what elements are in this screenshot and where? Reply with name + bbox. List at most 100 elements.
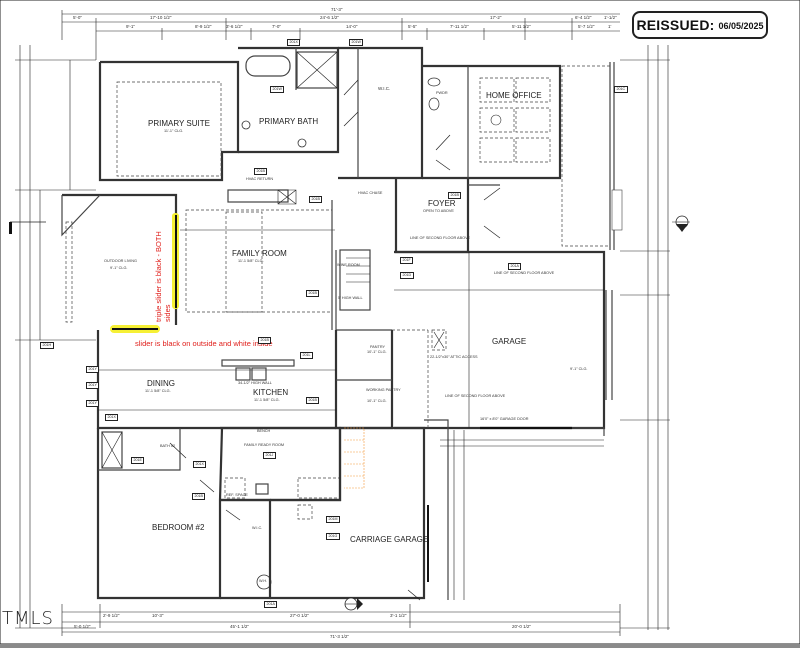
room-family-ready-room: FAMILY READY ROOM	[244, 443, 285, 447]
bottom-sub-dimension: 2'-9 1/2"	[103, 613, 120, 618]
tag: 201C	[614, 86, 628, 93]
tag: 201Y	[86, 366, 100, 373]
room-ceiling: 11'-1 5/8" CLG.	[145, 389, 171, 393]
high-wall-note: 5' HIGH WALL	[338, 296, 363, 300]
room-home-office: HOME OFFICE	[486, 91, 542, 100]
room-bath-2: BATH #2	[160, 444, 176, 448]
tag: 201A	[264, 601, 278, 608]
tag: 201B	[306, 290, 320, 297]
tag: 201H	[40, 342, 54, 349]
tag: 201M	[326, 516, 340, 523]
bottom-sub-dimension: 10'-3"	[152, 613, 164, 618]
tag: 201A	[508, 263, 522, 270]
room-primary-bath: PRIMARY BATH	[259, 117, 319, 126]
powder-and-office-walls	[422, 64, 562, 180]
footer-bar	[0, 644, 800, 648]
bottom-dimension: 45'-1 1/2"	[230, 624, 249, 629]
room-wic-2: W.I.C.	[252, 526, 263, 530]
tag: 201B	[306, 397, 320, 404]
tag: 201F	[400, 257, 414, 264]
top-dimension: 1'-1/2"	[604, 15, 617, 20]
room-ceiling: 9'-1" CLG.	[570, 367, 588, 371]
tag: 201X	[287, 39, 301, 46]
reissued-date: 06/05/2025	[718, 21, 764, 31]
slider-note: slider is black on outside and white ins…	[135, 339, 295, 348]
second-floor-line-note: LINE OF SECOND FLOOR ABOVE	[494, 271, 555, 275]
bottom-sub-dimension: 3'-1 1/2"	[390, 613, 407, 618]
top-sub-dimension: 7'-11 1/2"	[450, 24, 469, 29]
hvac-return-note: HVAC RETURN	[246, 177, 274, 181]
tag: 201X	[105, 414, 119, 421]
section-marker-a	[675, 215, 689, 232]
left-dimension-lines	[9, 45, 96, 629]
bottom-overall-dimension: 71'-3 1/2"	[330, 634, 349, 639]
room-ceiling: 11'-1" CLG.	[164, 129, 184, 133]
top-sub-dimension: 8'-9 1/2"	[195, 24, 212, 29]
room-ceiling: OPEN TO ABOVE	[423, 209, 454, 213]
top-dimension: 17'-10 1/2"	[150, 15, 172, 20]
tag: 201Y	[86, 382, 100, 389]
room-carriage-garage: CARRIAGE GARAGE	[350, 535, 429, 544]
top-sub-dimension: 9'-1"	[126, 24, 135, 29]
room-family-room: FAMILY ROOM	[232, 249, 287, 258]
top-sub-dimension: 3'-6 1/2"	[226, 24, 243, 29]
wic-walls	[338, 46, 424, 180]
primary-bath-walls	[238, 46, 340, 154]
tag: 201G	[326, 533, 340, 540]
bedroom-wing-walls	[96, 426, 342, 600]
room-outdoor-living: OUTDOOR LIVING	[104, 259, 137, 263]
room-dining: DINING	[147, 379, 175, 388]
triple-slider-note-line2: sides	[162, 304, 172, 322]
family-room-walls	[180, 200, 335, 330]
hvac-chase-note: HVAC CHASE	[358, 191, 383, 195]
top-sub-dimension: 5'-7 1/2"	[578, 24, 595, 29]
reissued-label: REISSUED:	[636, 17, 715, 33]
top-sub-dimension: 5'-11 1/2"	[512, 24, 531, 29]
ref-space-note: REF. SPACE	[226, 493, 248, 497]
top-dimension: 24'-6 1/2"	[320, 15, 339, 20]
tag: 201B	[254, 168, 268, 175]
room-wic: W.I.C.	[378, 86, 391, 91]
reissued-badge: REISSUED: 06/05/2025	[632, 11, 768, 39]
attic-access-note: 22-1/2"x30" ATTIC ACCESS	[430, 355, 478, 359]
garage-walls	[392, 250, 613, 430]
top-dimension: 17'-2"	[490, 15, 502, 20]
top-sub-dimension: 14'-0"	[346, 24, 358, 29]
triple-slider-note: triple slider is black - BOTH sides	[154, 231, 172, 322]
primary-suite-walls	[98, 60, 240, 182]
hvac-and-stair	[227, 189, 371, 311]
tag: 201L	[300, 352, 313, 359]
tag: 201W	[349, 39, 364, 46]
top-dimension: 5'-0"	[73, 15, 82, 20]
tag: 201Y	[86, 400, 100, 407]
room-ceiling: 10'-1" CLG.	[367, 399, 387, 403]
high-wall-note: 34-1/2" HIGH WALL	[238, 381, 272, 385]
second-floor-line-note: LINE OF SECOND FLOOR ABOVE	[445, 394, 506, 398]
room-ceiling: 11'-1 5/8" CLG.	[238, 259, 264, 263]
room-ceiling: 9'-1" CLG.	[110, 266, 128, 270]
door-swings	[169, 79, 501, 601]
top-dimension-lines	[61, 10, 620, 60]
tag: 201J	[263, 452, 276, 459]
room-primary-suite: PRIMARY SUITE	[148, 119, 210, 128]
top-sub-dimension: 5'-5"	[408, 24, 417, 29]
room-foyer: FOYER	[428, 199, 456, 208]
tag: 201B	[258, 337, 272, 344]
overall-top-dimension: 71'-3"	[331, 7, 343, 12]
right-dashed-zone	[561, 62, 623, 250]
room-bedroom-2: BEDROOM #2	[152, 523, 205, 532]
foyer-walls	[394, 178, 500, 254]
room-garage: GARAGE	[492, 337, 527, 346]
tag: 201X	[193, 461, 207, 468]
room-wine-room: WINE ROOM	[337, 263, 360, 267]
bottom-sub-dimension: 27'-0 1/2"	[290, 613, 309, 618]
carriage-garage-walls	[270, 426, 429, 600]
tag: 201W	[270, 86, 285, 93]
right-dimension-lines	[620, 45, 690, 630]
right-annex-walls	[424, 419, 605, 600]
tag: 201B	[448, 192, 462, 199]
top-dimension: 6'-4 1/2"	[575, 15, 592, 20]
top-sub-dimension: 1'	[608, 24, 612, 29]
second-floor-line-note: LINE OF SECOND FLOOR ABOVE	[410, 236, 471, 240]
room-pantry: PANTRY	[370, 345, 386, 349]
